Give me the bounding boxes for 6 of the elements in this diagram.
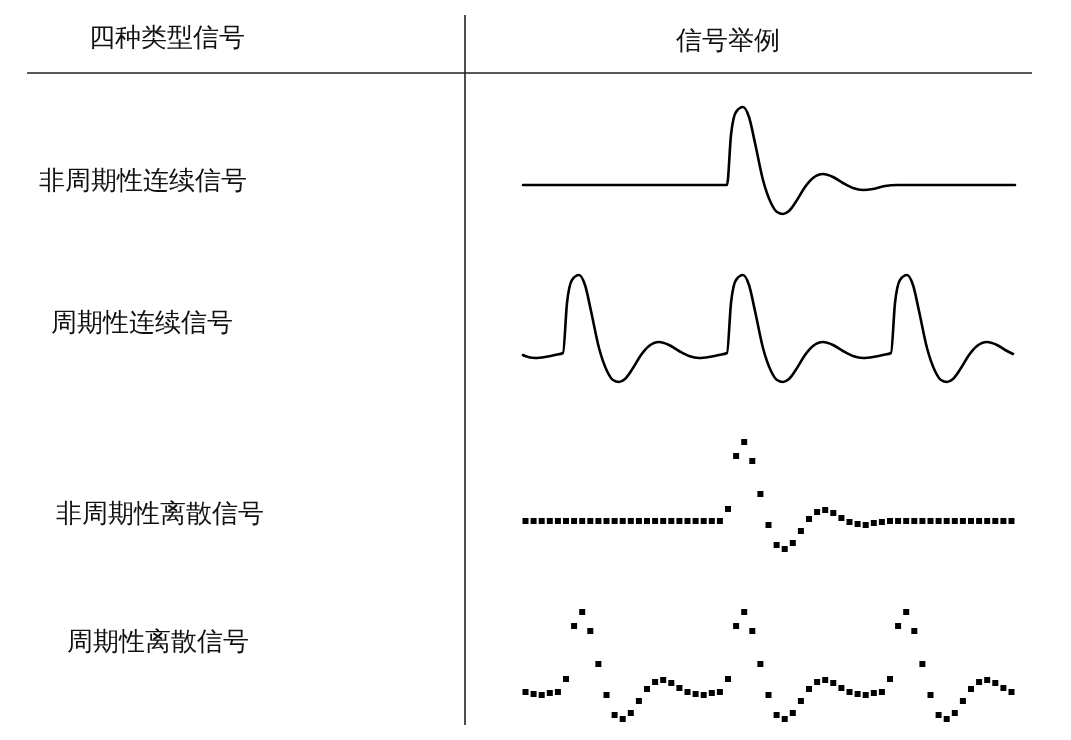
row-label: 周期性连续信号 — [51, 306, 233, 338]
row-label: 非周期性连续信号 — [39, 164, 247, 196]
row-label: 非周期性离散信号 — [56, 497, 264, 529]
row-label: 周期性离散信号 — [67, 625, 249, 657]
column-header: 信号举例 — [676, 24, 780, 56]
column-header: 四种类型信号 — [89, 21, 245, 53]
